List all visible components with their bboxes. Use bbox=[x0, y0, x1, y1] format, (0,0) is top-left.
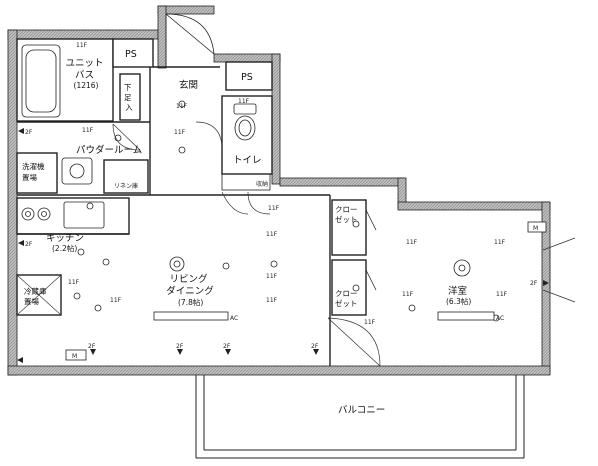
ceiling-mark: 11F bbox=[176, 103, 188, 110]
living-line-1: リビング bbox=[169, 273, 208, 285]
closet2-line-2: ゼット bbox=[335, 298, 358, 308]
room-label-living: リビング ダイニング bbox=[166, 273, 214, 297]
ceiling-mark: 11F bbox=[110, 297, 122, 304]
ceiling-marks: 11F 11F 11F 11F 11F 11F 11F 11F 11F 11F … bbox=[68, 42, 508, 326]
ceiling-mark: 11F bbox=[266, 273, 278, 280]
shoe-line-1: 下 bbox=[124, 83, 132, 92]
room-label-laundry: 洗濯機 置場 bbox=[22, 161, 47, 182]
room-label-fridge: 冷蔵庫 置場 bbox=[24, 286, 49, 306]
fridge-line-2: 置場 bbox=[24, 296, 39, 306]
room-label-storage: 収納 bbox=[256, 180, 268, 188]
wall-mark: 2F bbox=[176, 343, 184, 350]
toilet-icon bbox=[233, 103, 257, 141]
room-label-kitchen: キッチン bbox=[46, 233, 84, 244]
meter-label-2: M bbox=[533, 225, 538, 232]
ac-units bbox=[153, 311, 495, 321]
meter-label-1: M bbox=[72, 353, 77, 360]
wall-mark: 2F bbox=[223, 343, 231, 350]
meter-boxes: M M bbox=[65, 221, 547, 361]
ceiling-mark: 11F bbox=[402, 291, 414, 298]
room-label-living-size: (7.8帖) bbox=[178, 297, 203, 307]
ac-label: AC bbox=[230, 315, 238, 322]
bath-line-1: ユニット bbox=[65, 58, 103, 69]
balcony bbox=[195, 375, 525, 459]
ceiling-mark: 11F bbox=[238, 98, 250, 105]
room-label-western-size: (6.3帖) bbox=[446, 296, 471, 306]
room-label-linen: リネン庫 bbox=[114, 182, 138, 190]
ceiling-mark: 11F bbox=[406, 239, 418, 246]
sink-icon bbox=[21, 157, 105, 229]
laundry-line-2: 置場 bbox=[22, 172, 37, 182]
bathtub-icon bbox=[21, 44, 61, 118]
ceiling-mark: 11F bbox=[364, 319, 376, 326]
wall-mark: 2F bbox=[25, 129, 33, 136]
ceiling-mark: 11F bbox=[82, 127, 94, 134]
wall-mark: 2F bbox=[88, 343, 96, 350]
closet1-line-2: ゼット bbox=[335, 214, 358, 224]
ceiling-mark: 11F bbox=[174, 129, 186, 136]
wall-mark: 2F bbox=[311, 343, 319, 350]
outer-walls bbox=[7, 5, 551, 376]
room-label-closet-2: クロー ゼット bbox=[335, 289, 360, 308]
wall-outlets: 2F 2F 2F 2F 2F 2F 2F bbox=[17, 128, 549, 363]
closet1-line-1: クロー bbox=[335, 205, 358, 214]
bath-line-3: (1216) bbox=[74, 81, 99, 90]
shoe-line-3: 入 bbox=[125, 103, 133, 112]
ac-label: AC bbox=[496, 315, 504, 322]
ceiling-lights bbox=[73, 100, 500, 322]
ceiling-mark: 11F bbox=[266, 297, 278, 304]
room-label-bath: ユニット バス (1216) bbox=[65, 58, 106, 90]
wall-mark: 2F bbox=[530, 280, 538, 287]
ceiling-mark: 11F bbox=[266, 231, 278, 238]
room-label-closet-1: クロー ゼット bbox=[335, 205, 360, 224]
entrance-door bbox=[165, 13, 215, 68]
ceiling-mark: 11F bbox=[68, 279, 80, 286]
fridge-icon bbox=[16, 274, 62, 316]
ceiling-mark: 11F bbox=[76, 42, 88, 49]
room-label-powder: パウダールーム bbox=[76, 144, 142, 156]
room-label-toilet: トイレ bbox=[233, 155, 262, 166]
closet2-line-1: クロー bbox=[335, 289, 358, 298]
room-labels: ユニット バス (1216) PS 玄関 下 足 入 PS トイレ パウダールー… bbox=[22, 49, 471, 416]
bath-line-2: バス bbox=[75, 70, 94, 81]
room-label-ps-top: PS bbox=[125, 49, 137, 60]
fridge-line-1: 冷蔵庫 bbox=[24, 286, 47, 296]
laundry-line-1: 洗濯機 bbox=[22, 161, 45, 171]
interior-walls bbox=[16, 38, 377, 366]
room-label-shoe-box: 下 足 入 bbox=[124, 83, 134, 112]
room-label-western: 洋室 bbox=[448, 285, 467, 297]
room-label-balcony: バルコニー bbox=[338, 405, 385, 416]
ceiling-mark: 11F bbox=[494, 239, 506, 246]
interior-doors bbox=[112, 121, 576, 367]
room-label-entrance: 玄関 bbox=[179, 79, 198, 91]
living-line-2: ダイニング bbox=[166, 285, 214, 297]
room-label-kitchen-size: (2.2帖) bbox=[52, 243, 77, 253]
ceiling-mark: 11F bbox=[496, 291, 508, 298]
wall-mark: 2F bbox=[25, 241, 33, 248]
shoe-line-2: 足 bbox=[124, 93, 132, 102]
ceiling-mark: 11F bbox=[268, 205, 280, 212]
room-label-ps-right: PS bbox=[241, 72, 253, 83]
